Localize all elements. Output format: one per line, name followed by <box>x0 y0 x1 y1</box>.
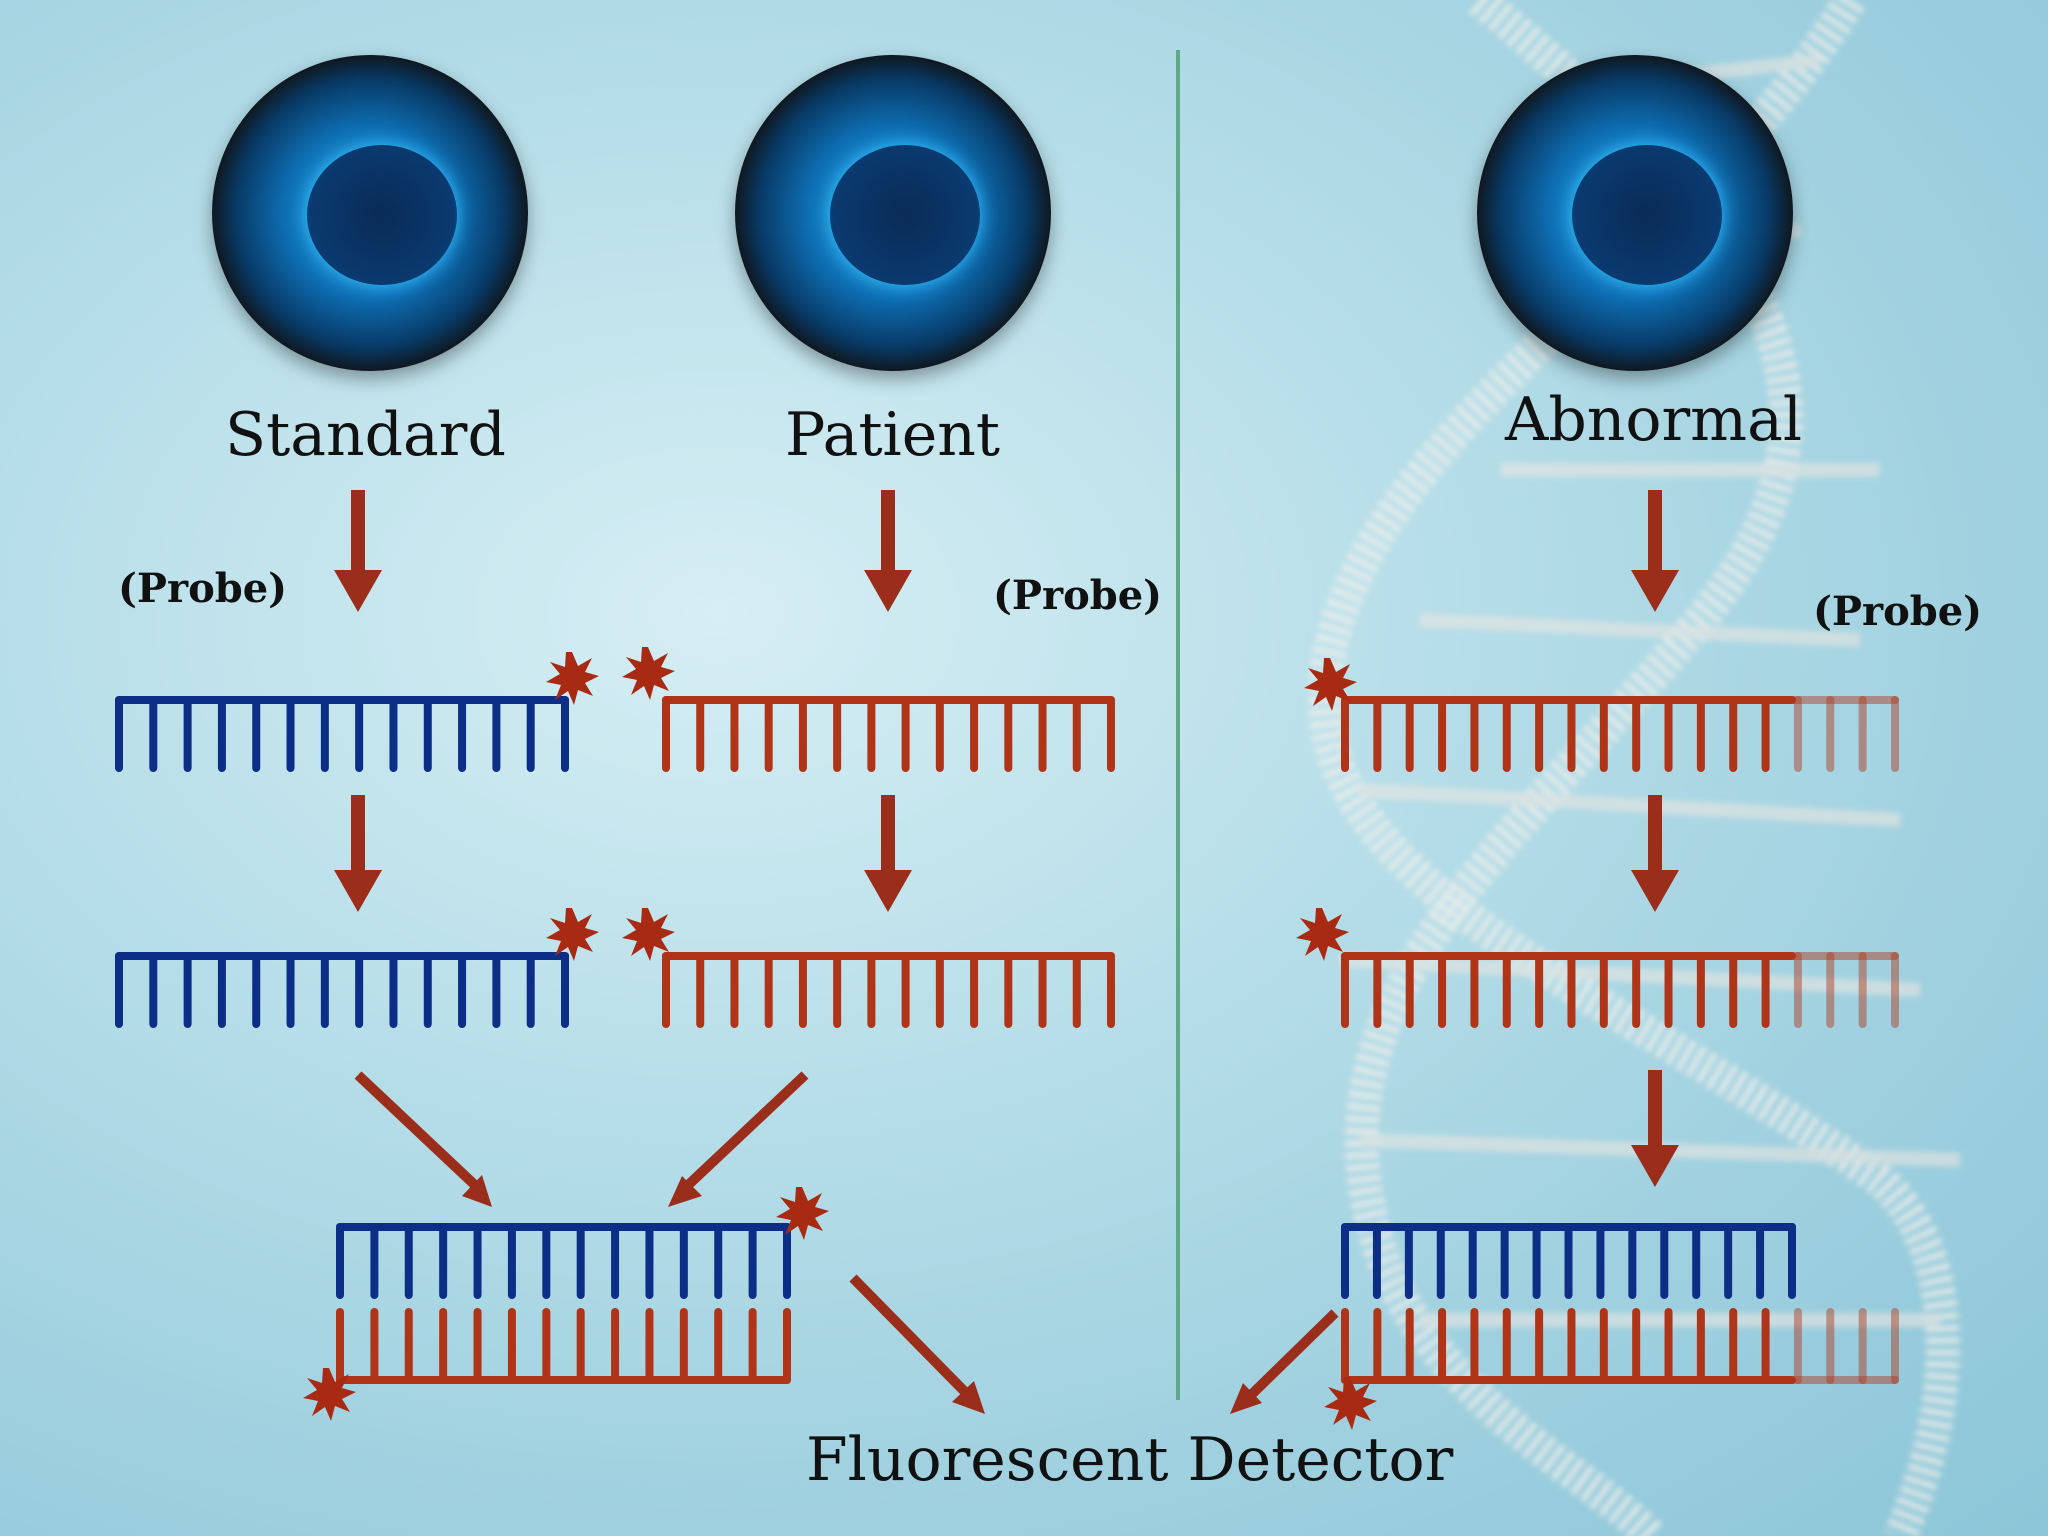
strand-abnormal-hybrid-red <box>1341 1308 1899 1384</box>
strand-standard-2 <box>115 952 569 1028</box>
label-probe-middle: (Probe) <box>993 572 1163 619</box>
strand-hybrid-red <box>336 1308 791 1384</box>
chromosome-icon <box>830 145 980 285</box>
cell-icon-abnormal <box>1477 55 1793 371</box>
label-probe-left: (Probe) <box>118 565 288 612</box>
fluorescent-tag-icon <box>1296 908 1349 961</box>
strand-abnormal-2 <box>1341 952 1899 1028</box>
label-standard: Standard <box>225 400 506 470</box>
label-fluorescent-detector: Fluorescent Detector <box>806 1425 1454 1495</box>
strand-abnormal-hybrid-blue <box>1341 1223 1796 1299</box>
label-patient: Patient <box>785 400 1001 470</box>
strand-patient-2 <box>662 952 1115 1028</box>
strand-hybrid-blue <box>336 1223 791 1299</box>
strand-abnormal-1 <box>1341 696 1899 772</box>
diagonal-arrows <box>354 1071 1339 1414</box>
strand-standard-1 <box>115 696 569 772</box>
label-abnormal: Abnormal <box>1505 385 1803 455</box>
fluorescent-tag-icon <box>622 647 675 700</box>
chromosome-icon <box>1572 145 1722 285</box>
strands-group <box>115 696 1899 1384</box>
fluorescent-tag-icon <box>1324 1377 1377 1430</box>
cell-icon-standard <box>212 55 528 371</box>
chromosome-icon <box>307 145 457 285</box>
strand-patient-1 <box>662 696 1115 772</box>
fluorescent-tag-icon <box>303 1368 356 1421</box>
flow-arrows <box>334 490 1679 1187</box>
label-probe-right: (Probe) <box>1813 588 1983 635</box>
cell-icon-patient <box>735 55 1051 371</box>
